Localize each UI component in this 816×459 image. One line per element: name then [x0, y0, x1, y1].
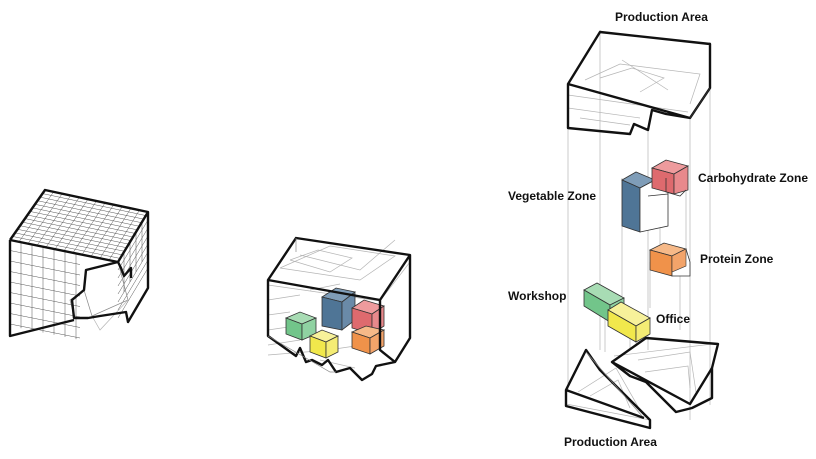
office-label: Office — [656, 312, 690, 326]
carbohydrate-zone-label: Carbohydrate Zone — [698, 171, 808, 185]
vegetable-zone-block-mid — [321, 296, 343, 331]
protein-zone-block — [648, 242, 691, 277]
massing-cube — [8, 188, 150, 340]
cube-top-face — [10, 190, 148, 262]
production-area-top-label: Production Area — [615, 10, 708, 24]
production-area-bottom-label: Production Area — [564, 435, 657, 449]
carbohydrate-zone-block — [650, 159, 690, 197]
vegetable-zone-block — [621, 171, 669, 233]
cube-grid-lines — [9, 191, 149, 340]
zoned-cube — [266, 236, 412, 382]
production-area-bottom-slab — [564, 336, 720, 430]
exploded-axonometric — [564, 30, 720, 430]
protein-zone-label: Protein Zone — [700, 252, 774, 266]
production-area-top-slab — [566, 30, 712, 136]
workshop-label: Workshop — [508, 289, 566, 303]
vegetable-zone-label: Vegetable Zone — [508, 189, 596, 203]
office-block — [607, 301, 651, 343]
